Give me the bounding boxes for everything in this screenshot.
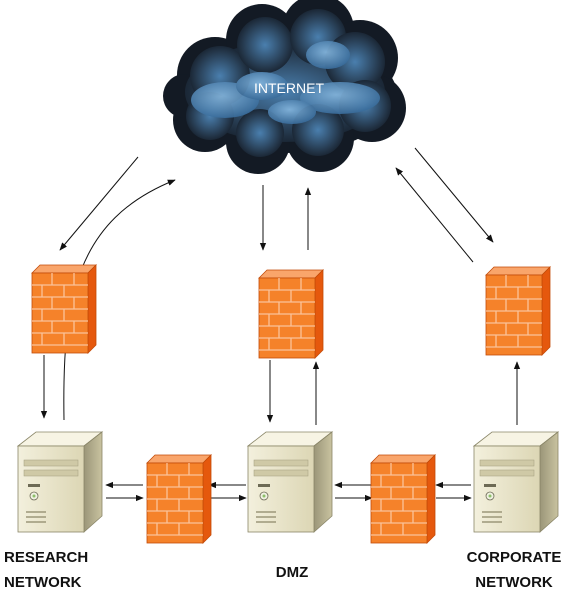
firewall-research-icon: [31, 264, 97, 354]
research-label-line1: RESEARCH: [4, 549, 89, 566]
firewall-dmz-icon: [258, 269, 324, 359]
corporate-label-line2: NETWORK: [475, 574, 553, 591]
corporate-server-icon: [473, 431, 559, 533]
firewall-dmz-corporate-icon: [370, 454, 436, 544]
dmz-server-icon: [247, 431, 333, 533]
arrow-internet-to-research-fw: [59, 156, 139, 251]
internet-cloud-icon: INTERNET: [163, 0, 406, 174]
arrow-corp-fw-to-internet: [395, 167, 474, 263]
research-server-icon: [17, 431, 103, 533]
dmz-label: DMZ: [252, 560, 332, 585]
corporate-network-label: CORPORATE NETWORK: [456, 545, 572, 595]
internet-label: INTERNET: [254, 80, 324, 96]
firewall-corporate-icon: [485, 266, 551, 356]
research-label-line2: NETWORK: [4, 574, 82, 591]
dmz-label-line1: DMZ: [275, 564, 309, 581]
research-network-label: RESEARCH NETWORK: [4, 545, 110, 595]
arrow-internet-to-corp-fw: [414, 147, 494, 243]
firewall-research-dmz-icon: [146, 454, 212, 544]
corporate-label-line1: CORPORATE: [466, 549, 562, 566]
